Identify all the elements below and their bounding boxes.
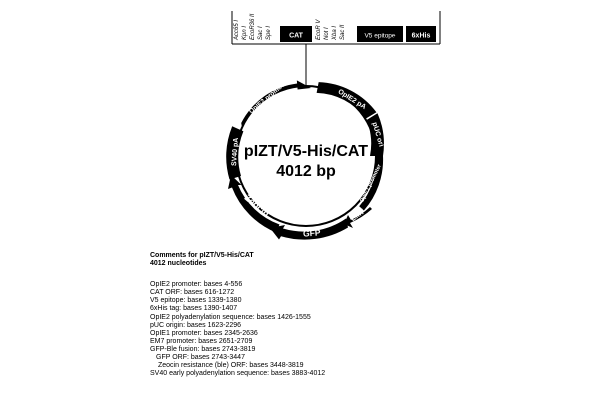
comment-line: OpIE1 promoter: bases 2345-2636: [150, 329, 258, 337]
comment-line: CAT ORF: bases 616-1272: [150, 289, 235, 297]
opie1-promoter-arc: [359, 156, 384, 211]
opie2-promoter-arc: [241, 80, 311, 128]
site-label: Sac II: [340, 24, 346, 40]
comment-line: OpIE2 promoter: bases 4-556: [150, 281, 243, 289]
plasmid-size: 4012 bp: [276, 163, 336, 180]
site-label: Kpn I: [242, 26, 248, 40]
sv40-pa-label: SV40 pA: [231, 137, 240, 166]
mcs-bracket: [231, 11, 441, 86]
gfp-arc: [270, 218, 348, 240]
comment-line: Zeocin resistance (ble) ORF: bases 3448-…: [158, 362, 304, 370]
puc-ori-arc: [366, 113, 384, 156]
his-tag-box-label: 6xHis: [412, 33, 431, 40]
sv40-pa-arc: [226, 126, 244, 180]
comment-line: SV40 early polyadenylation sequence: bas…: [150, 370, 326, 378]
comments-subtitle: 4012 nucleotides: [150, 260, 207, 268]
site-label: Acc65 I: [234, 20, 240, 41]
site-label: Not I: [324, 27, 330, 40]
his-tag-box: [406, 26, 436, 42]
zeocin-arc: [228, 175, 280, 233]
site-label: Spe I: [266, 26, 272, 40]
em7-arc: [344, 207, 372, 228]
plasmid-name: pIZT/V5-His/CAT: [244, 143, 368, 160]
opie2-pa-arc: [316, 82, 377, 119]
comment-line: OpIE2 polyadenylation sequence: bases 14…: [150, 313, 311, 321]
comment-line: V5 epitope: bases 1339-1380: [150, 297, 242, 305]
gfp-label: GFP: [303, 227, 321, 238]
comments-block: Comments for pIZT/V5-His/CAT 4012 nucleo…: [150, 252, 480, 378]
cat-box-label: CAT: [289, 33, 304, 40]
comment-line: pUC origin: bases 1623-2296: [150, 321, 242, 329]
comment-line: 6xHis tag: bases 1390-1407: [150, 305, 238, 313]
v5-epitope-box-label: V5 epitope: [364, 33, 395, 40]
site-label: EcoR V: [316, 19, 322, 40]
site-label: Xba I: [332, 26, 338, 41]
site-label: Sac I: [258, 26, 264, 40]
v5-epitope-box: [357, 26, 403, 42]
site-label: EcoR36 II: [250, 13, 256, 40]
opie2-promoter-label: OpIE2 promoter: [248, 78, 290, 115]
comments-title: Comments for pIZT/V5-His/CAT: [150, 252, 254, 259]
comment-line: GFP ORF: bases 2743-3447: [156, 354, 245, 362]
comment-line: GFP-Ble fusion: bases 2743-3819: [150, 345, 256, 353]
cat-box: [280, 26, 312, 42]
comment-line: EM7 promoter: bases 2651-2709: [150, 337, 253, 345]
site-label: Age I: [394, 26, 400, 41]
